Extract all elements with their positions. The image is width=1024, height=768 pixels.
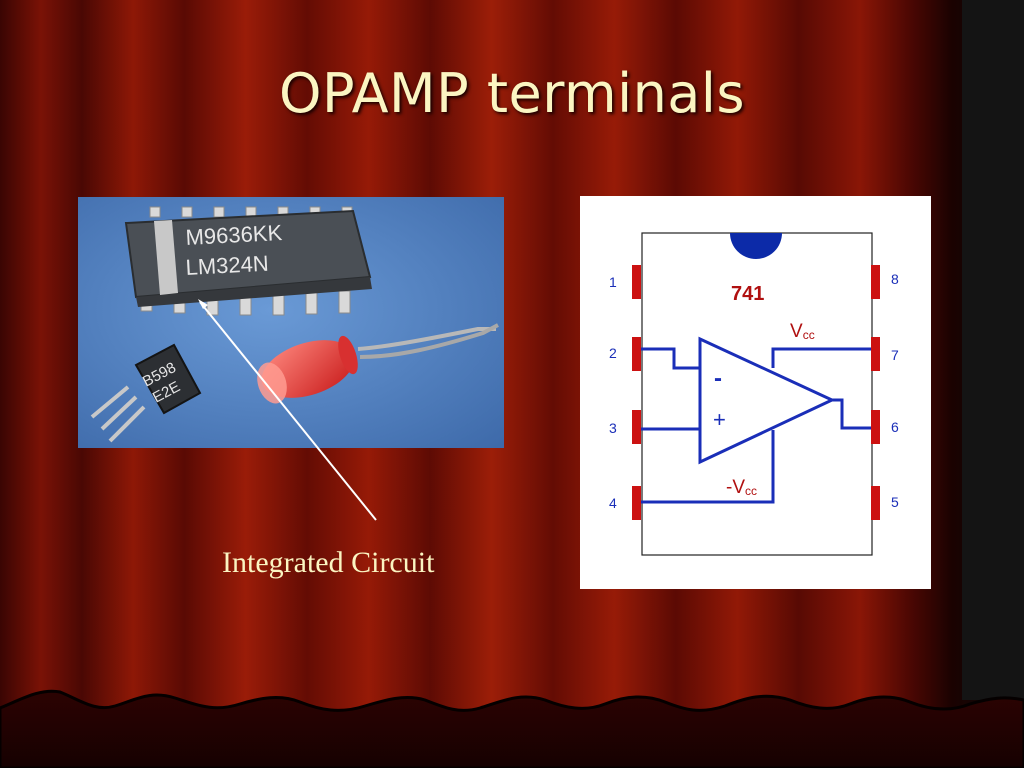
slide-title: OPAMP terminals <box>278 62 746 125</box>
components-photo: M9636KK LM324N B598 E2E <box>78 197 504 448</box>
ic-chip-marking-line2: LM324N <box>185 251 269 280</box>
pin-number-1: 1 <box>609 274 617 290</box>
opamp-triangle <box>698 336 836 465</box>
wire-pin4 <box>641 430 775 504</box>
pin-3 <box>632 410 641 444</box>
pin-6 <box>871 410 880 444</box>
pin-number-4: 4 <box>609 495 617 511</box>
noninverting-input-sign: + <box>713 407 726 432</box>
opamp-pinout-diagram: 1 2 3 4 8 7 6 5 741 - + <box>580 196 931 589</box>
pins <box>632 265 880 520</box>
pin-number-8: 8 <box>891 271 899 287</box>
pin-number-6: 6 <box>891 419 899 435</box>
pin-1 <box>632 265 641 299</box>
wire-pin2 <box>641 347 700 370</box>
chip-label: 741 <box>731 283 764 305</box>
ic-chip: M9636KK LM324N <box>124 206 372 316</box>
led-component <box>257 323 499 404</box>
transistor-component: B598 E2E <box>90 343 202 443</box>
pin-4 <box>632 486 641 520</box>
pin-number-5: 5 <box>891 494 899 510</box>
wire-pin7 <box>771 347 871 368</box>
vcc-negative-label: -Vcc <box>726 477 757 498</box>
ic-chip-marking-line1: M9636KK <box>185 220 283 250</box>
chip-outline <box>641 232 873 556</box>
pin-number-2: 2 <box>609 345 617 361</box>
inverting-input-sign: - <box>714 365 722 392</box>
pin-7 <box>871 337 880 371</box>
pin-number-3: 3 <box>609 420 617 436</box>
pin-8 <box>871 265 880 299</box>
wire-pin6 <box>832 398 871 430</box>
pin-2 <box>632 337 641 371</box>
pin-number-7: 7 <box>891 347 899 363</box>
pin-5 <box>871 486 880 520</box>
integrated-circuit-caption: Integrated Circuit <box>222 546 435 579</box>
vcc-positive-label: Vcc <box>790 321 815 342</box>
chip-notch <box>730 233 782 259</box>
